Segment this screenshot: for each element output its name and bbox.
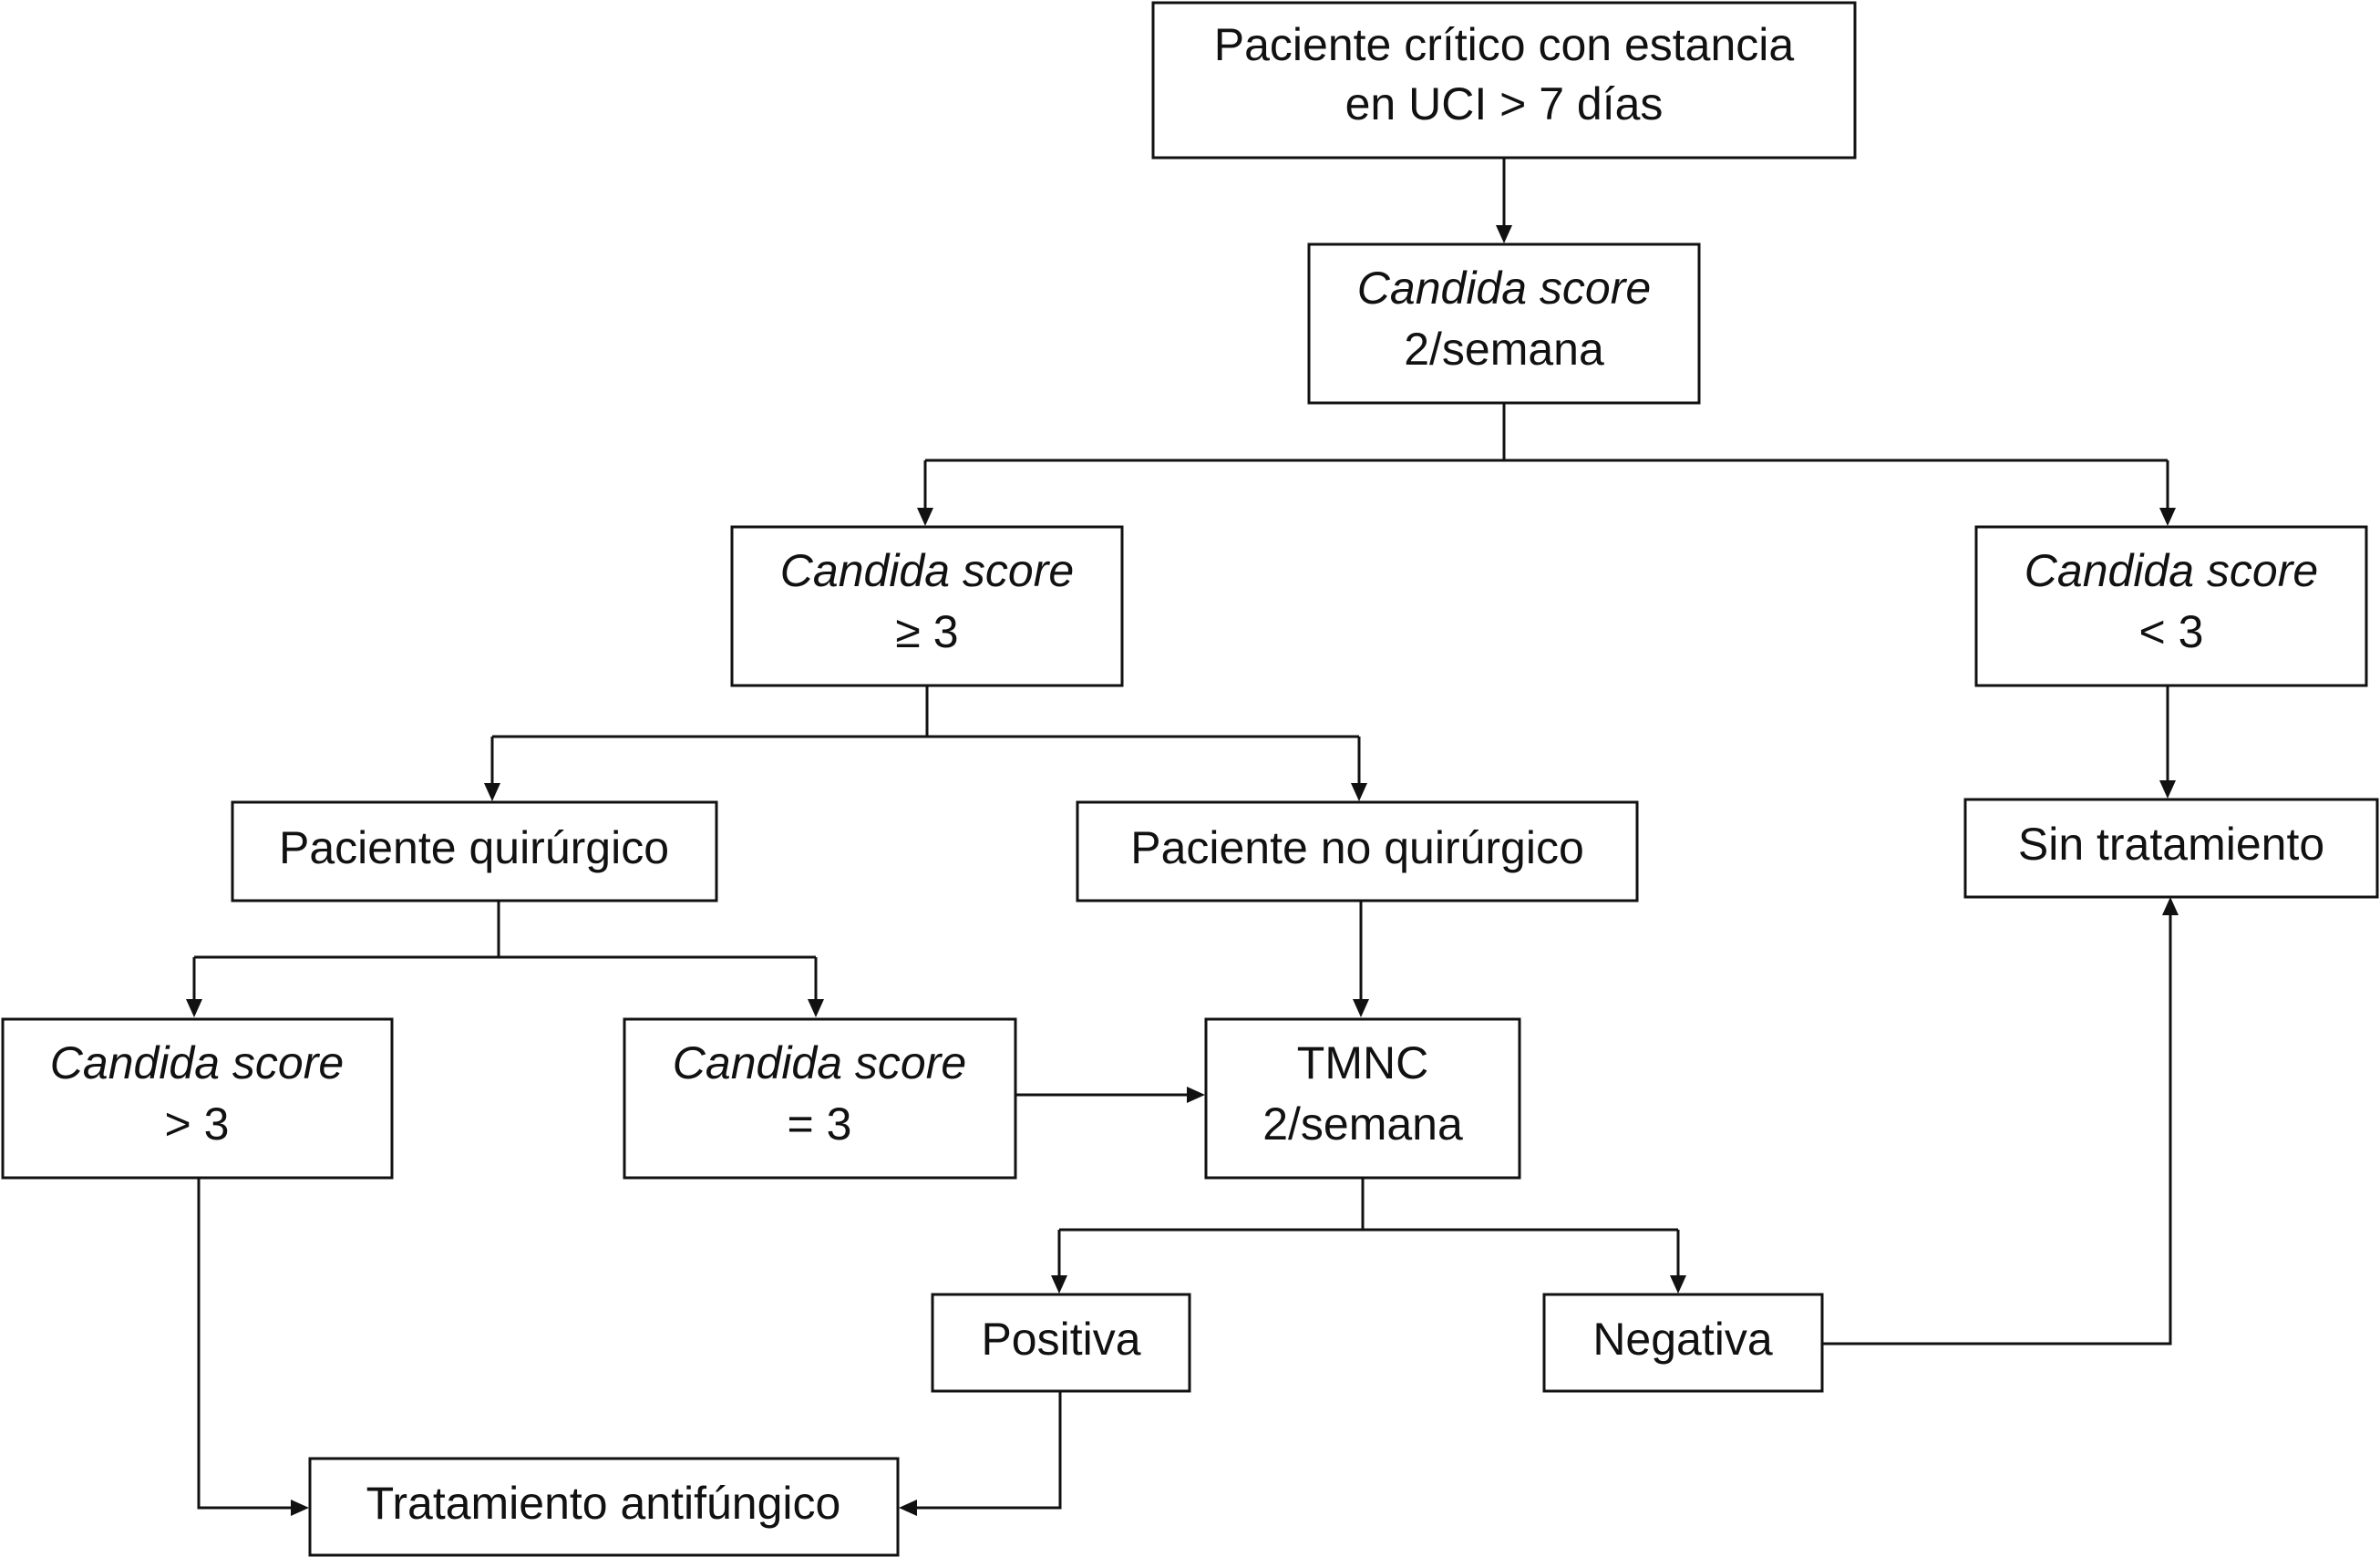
- connector-score-gt3-to-antifungal: [197, 1178, 292, 1510]
- node-antifungal: Tratamiento antifúngico: [308, 1457, 900, 1557]
- node-start: Paciente crítico con estancia en UCI > 7…: [1151, 1, 1857, 160]
- node-score-eq3-line2: = 3: [788, 1098, 852, 1150]
- arrowhead-negative: [1670, 1275, 1686, 1294]
- node-score-gt3: Candida score > 3: [1, 1017, 394, 1180]
- node-start-line2: en UCI > 7 días: [1345, 78, 1664, 129]
- node-negative: Negativa: [1542, 1293, 1824, 1393]
- node-no-treatment-label: Sin tratamiento: [2018, 819, 2324, 870]
- node-score-eq3-line1: Candida score: [673, 1037, 966, 1088]
- node-start-line1: Paciente crítico con estancia: [1214, 19, 1795, 70]
- node-score-gt3-line2: > 3: [165, 1098, 230, 1150]
- node-surgical-label: Paciente quirúrgico: [279, 822, 669, 873]
- node-non-surgical-label: Paciente no quirúrgico: [1130, 822, 1584, 873]
- node-score-ge3: Candida score ≥ 3: [730, 525, 1124, 687]
- node-score-lt3-line1: Candida score: [2025, 545, 2318, 596]
- node-score-lt3: Candida score < 3: [1974, 525, 2368, 687]
- arrowhead-score-eq3: [808, 999, 824, 1017]
- node-score-ge3-line2: ≥ 3: [895, 606, 958, 657]
- arrowhead-antifungal-left: [291, 1500, 309, 1516]
- node-score-weekly-line2: 2/semana: [1404, 324, 1604, 375]
- arrowhead-tmnc-top: [1353, 999, 1369, 1017]
- arrowhead-no-treatment-top: [2159, 780, 2176, 799]
- node-positive-label: Positiva: [981, 1314, 1140, 1365]
- node-tmnc-line2: 2/semana: [1262, 1098, 1463, 1150]
- node-tmnc-line1: TMNC: [1297, 1037, 1428, 1088]
- arrowhead-non-surgical: [1351, 783, 1367, 801]
- connectors: [186, 158, 2179, 1516]
- arrowhead-tmnc-left: [1187, 1087, 1205, 1103]
- node-antifungal-label: Tratamiento antifúngico: [366, 1478, 841, 1529]
- node-negative-label: Negativa: [1592, 1314, 1773, 1365]
- arrowhead-score-ge3: [917, 508, 933, 526]
- node-score-ge3-line1: Candida score: [780, 545, 1074, 596]
- arrowhead-score-gt3: [186, 999, 202, 1017]
- node-score-weekly: Candida score 2/semana: [1307, 242, 1701, 405]
- arrowhead-no-treatment-bottom: [2162, 897, 2179, 915]
- node-non-surgical: Paciente no quirúrgico: [1076, 800, 1639, 902]
- connector-score-ge3-split: [490, 686, 1361, 784]
- node-score-eq3: Candida score = 3: [623, 1017, 1017, 1180]
- connector-positive-to-antifungal: [916, 1391, 1062, 1510]
- arrowhead-score-weekly: [1496, 225, 1512, 243]
- arrowhead-antifungal-right: [899, 1500, 917, 1516]
- connector-surgical-split: [192, 901, 818, 1000]
- node-no-treatment: Sin tratamiento: [1963, 798, 2379, 899]
- arrowhead-surgical: [484, 783, 500, 801]
- arrowhead-positive: [1051, 1275, 1067, 1294]
- node-score-weekly-line1: Candida score: [1357, 263, 1651, 314]
- connector-negative-to-no-treatment: [1822, 914, 2172, 1346]
- node-score-gt3-line1: Candida score: [50, 1037, 344, 1088]
- arrowhead-score-lt3: [2159, 508, 2176, 526]
- node-surgical: Paciente quirúrgico: [231, 800, 718, 902]
- node-tmnc: TMNC 2/semana: [1204, 1017, 1521, 1180]
- node-positive: Positiva: [931, 1293, 1191, 1393]
- connector-score-weekly-split: [923, 403, 2169, 509]
- connector-tmnc-split: [1057, 1178, 1680, 1276]
- node-score-lt3-line2: < 3: [2139, 606, 2204, 657]
